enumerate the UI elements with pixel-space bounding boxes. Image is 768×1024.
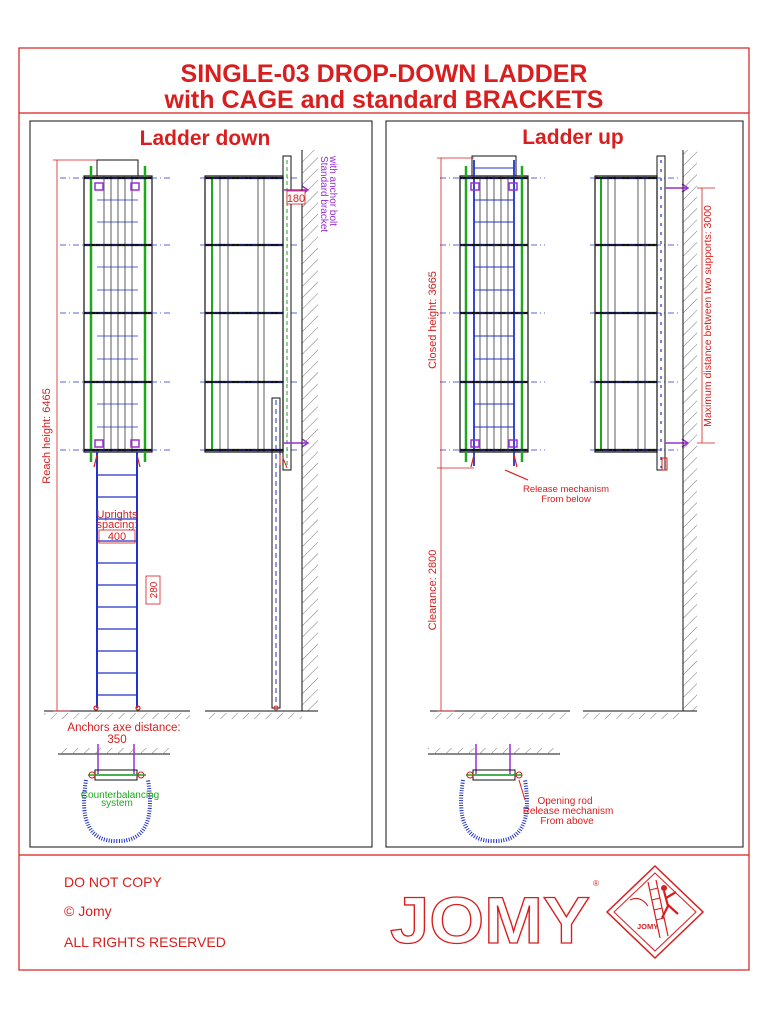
registered-mark: ® bbox=[593, 879, 599, 888]
uprights-spacing-value: 400 bbox=[108, 531, 126, 543]
reach-height-label: Reach height: 6465 bbox=[41, 388, 53, 483]
max-support-label: Maximum distance between two supports: 3… bbox=[702, 205, 714, 427]
title-line-1: SINGLE-03 DROP-DOWN LADDER bbox=[181, 60, 588, 88]
height-dimensions bbox=[437, 157, 474, 712]
opening-rod-note: Opening rod bbox=[537, 796, 592, 807]
anchors-distance-value: 350 bbox=[107, 734, 126, 746]
rights-text: ALL RIGHTS RESERVED bbox=[64, 934, 226, 950]
ladder-up-heading: Ladder up bbox=[522, 126, 624, 149]
brand-logo: JOMY bbox=[390, 883, 590, 957]
release-above-note-2: From above bbox=[540, 816, 594, 827]
clearance-label: Clearance: 2800 bbox=[427, 550, 439, 631]
plan-view-ladder-up bbox=[428, 744, 560, 844]
side-view-ladder-down bbox=[200, 150, 318, 719]
side-view-ladder-up bbox=[583, 150, 697, 719]
uprights-spacing-label-1: Uprights bbox=[97, 509, 138, 521]
bracket-offset-value: 180 bbox=[287, 193, 305, 205]
sheet-border bbox=[18, 47, 750, 971]
uprights-spacing-label-2: spacing: bbox=[97, 519, 138, 531]
front-view-ladder-down bbox=[44, 159, 190, 719]
front-view-ladder-up bbox=[430, 155, 570, 719]
rung-pitch-value: 280 bbox=[149, 581, 160, 598]
uprights-spacing-box bbox=[98, 529, 136, 544]
ladder-down-panel bbox=[29, 120, 373, 848]
anchors-distance-label: Anchors axe distance: bbox=[67, 722, 180, 734]
ladder-up-panel bbox=[385, 120, 744, 848]
bracket-offset-box bbox=[286, 190, 306, 205]
do-not-copy-text: DO NOT COPY bbox=[64, 874, 162, 890]
emblem-text: JOMY bbox=[637, 922, 658, 931]
title-line-2: with CAGE and standard BRACKETS bbox=[164, 86, 604, 114]
standard-bracket-note-2: with anchor bolt bbox=[327, 155, 338, 226]
rung-pitch-box bbox=[145, 575, 161, 605]
copyright-text: © Jomy bbox=[64, 903, 112, 919]
plan-view-ladder-down bbox=[58, 744, 170, 844]
jomy-emblem-icon: JOMY bbox=[605, 864, 705, 960]
counterbalancing-note-2: system bbox=[101, 798, 133, 809]
max-support-dimension bbox=[697, 187, 715, 444]
reach-height-dimension bbox=[53, 159, 97, 712]
ladder-down-heading: Ladder down bbox=[140, 127, 271, 150]
closed-height-label: Closed height: 3665 bbox=[427, 271, 439, 369]
standard-bracket-note-1: Standard bracket bbox=[318, 156, 329, 232]
counterbalancing-note-1: Counterbalancing bbox=[81, 790, 159, 801]
release-below-note-1: Release mechanism bbox=[523, 484, 609, 495]
release-above-note-1: Release mechanism bbox=[523, 806, 614, 817]
release-below-note-2: From below bbox=[541, 494, 591, 505]
